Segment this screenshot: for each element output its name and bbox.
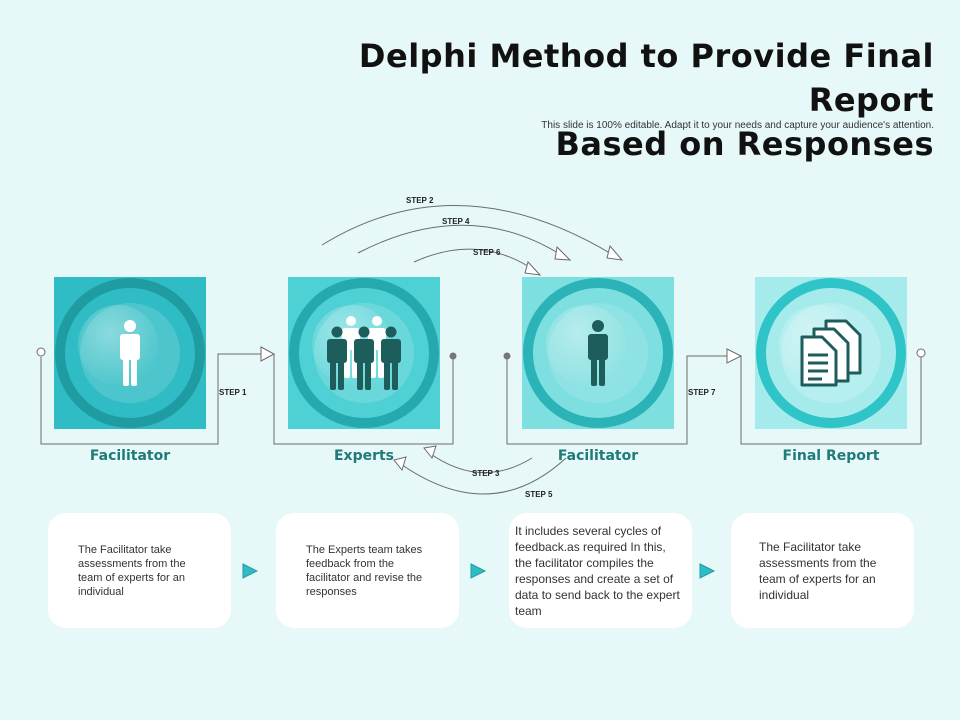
connectors <box>40 205 922 495</box>
node-final-report <box>755 277 907 429</box>
description-card-3: It includes several cycles of feedback.a… <box>509 513 692 628</box>
arrowhead-step-7 <box>726 348 743 364</box>
connector-step-1 <box>40 353 262 445</box>
description-card-4: The Facilitator take assessments from th… <box>731 513 914 628</box>
arrowhead-step-5 <box>393 456 407 472</box>
card-3-text: It includes several cycles of feedback.a… <box>515 523 680 618</box>
connector-node-4-bracket <box>740 356 922 445</box>
arc-step-6 <box>413 248 538 273</box>
step-3-label: STEP 3 <box>472 469 500 478</box>
page-subtitle: This slide is 100% editable. Adapt it to… <box>541 120 934 131</box>
step-7-label: STEP 7 <box>688 388 716 397</box>
node-4-ring <box>756 278 906 428</box>
arrowhead-step-2 <box>606 244 624 261</box>
title-line-1: Delphi Method to Provide Final Report <box>358 37 934 119</box>
node-label-facilitator-1: Facilitator <box>89 448 171 464</box>
arrowhead-step-6 <box>524 260 542 276</box>
node-facilitator-1 <box>54 277 206 429</box>
node-facilitator-2 <box>522 277 674 429</box>
arc-step-2 <box>321 205 619 259</box>
endpoint-dot-end <box>916 348 926 358</box>
endpoint-dot-start <box>36 347 46 357</box>
arc-step-4 <box>357 224 567 259</box>
step-1-label: STEP 1 <box>219 388 247 397</box>
chevron-right-icon <box>470 563 487 579</box>
card-arrows <box>242 563 716 579</box>
node-2-ring <box>289 278 439 428</box>
arc-step-5 <box>397 457 567 495</box>
node-3-ring <box>523 278 673 428</box>
group-icon <box>327 316 401 390</box>
step-2-label: STEP 2 <box>406 196 434 205</box>
endpoint-dot <box>449 352 457 360</box>
endpoint-dot <box>503 352 511 360</box>
card-2-text: The Experts team takes feedback from the… <box>306 543 423 598</box>
person-icon <box>588 320 608 386</box>
documents-icon <box>800 319 862 387</box>
node-label-experts: Experts <box>333 448 395 464</box>
arrowhead-step-3 <box>423 445 437 460</box>
chevron-right-icon <box>242 563 259 579</box>
step-6-label: STEP 6 <box>473 248 501 257</box>
card-4-text: The Facilitator take assessments from th… <box>759 539 877 602</box>
arrowhead-step-4 <box>554 245 572 261</box>
step-4-label: STEP 4 <box>442 217 470 226</box>
card-1-text: The Facilitator take assessments from th… <box>78 543 186 598</box>
node-1-ring <box>55 278 205 428</box>
chevron-right-icon <box>699 563 716 579</box>
node-experts <box>288 277 440 429</box>
arrowheads <box>260 244 743 472</box>
connector-step-7 <box>506 355 727 445</box>
person-icon <box>120 320 140 386</box>
connector-node-2-bracket <box>273 354 454 445</box>
step-5-label: STEP 5 <box>525 490 553 499</box>
title-line-2: Based on Responses <box>555 125 934 163</box>
node-label-final-report: Final Report <box>782 448 880 464</box>
node-label-facilitator-2: Facilitator <box>557 448 639 464</box>
arc-step-3 <box>427 451 533 474</box>
page-title: Delphi Method to Provide Final Report Ba… <box>234 34 934 166</box>
description-card-2: The Experts team takes feedback from the… <box>276 513 459 628</box>
description-card-1: The Facilitator take assessments from th… <box>48 513 231 628</box>
arrowhead-step-1 <box>260 346 276 362</box>
